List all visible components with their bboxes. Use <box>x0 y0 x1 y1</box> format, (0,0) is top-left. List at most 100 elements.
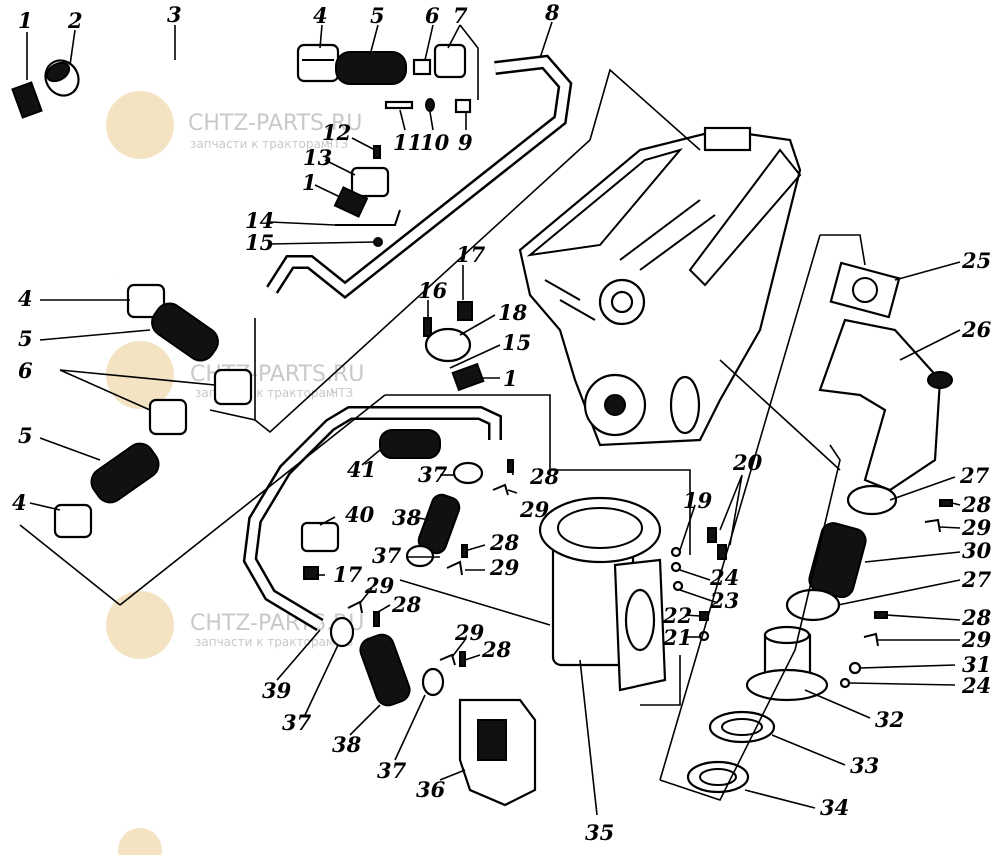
callout-37d: 37 <box>377 758 407 783</box>
callout-1b: 1 <box>302 170 317 195</box>
callout-19: 19 <box>683 488 713 513</box>
part-41-hose <box>379 429 441 459</box>
watermark-gear-icon <box>106 591 174 659</box>
callout-15: 15 <box>245 230 274 255</box>
callout-34: 34 <box>820 795 849 820</box>
callout-17: 17 <box>456 242 486 267</box>
part-38-hose-b <box>359 633 411 707</box>
callout-38a: 38 <box>392 505 422 530</box>
callout-28c: 28 <box>391 592 422 617</box>
callout-5c: 5 <box>18 423 33 448</box>
callout-40: 40 <box>345 502 375 527</box>
part-37-clamp-a <box>452 461 484 485</box>
watermark-gear-icon <box>106 341 174 409</box>
part-12-bolt <box>373 145 381 159</box>
watermark-gear-icon <box>118 828 162 855</box>
watermark-suffix: ЧТЗ <box>325 137 348 151</box>
callout-39: 39 <box>262 678 292 703</box>
watermark-tagline: запчасти к тракторам <box>195 635 335 649</box>
callout-numbers: 1 2 3 4 5 6 7 8 9 10 11 12 13 1 14 15 4 … <box>12 0 992 845</box>
callout-41: 41 <box>347 457 376 482</box>
callout-4: 4 <box>313 3 328 28</box>
fasteners <box>347 459 514 667</box>
part-8-pipe <box>266 54 573 299</box>
callout-28e: 28 <box>961 492 992 517</box>
callout-5b: 5 <box>18 326 33 351</box>
watermark-top: CHTZ-PARTS.RU запчасти к тракторам ЧТЗ <box>106 91 362 159</box>
part-5-hose-top <box>335 51 407 85</box>
callout-6b: 6 <box>18 358 33 383</box>
callout-1: 1 <box>18 8 33 33</box>
callout-5: 5 <box>370 3 385 28</box>
callout-37a: 37 <box>418 462 448 487</box>
callout-29f: 29 <box>961 627 992 652</box>
watermark-lower: CHTZ-PARTS.RU запчасти к тракторам ЧТЗ <box>106 591 364 659</box>
callout-16: 16 <box>418 278 448 303</box>
callout-28b: 28 <box>489 530 520 555</box>
callout-12: 12 <box>322 120 351 145</box>
callout-23: 23 <box>709 588 739 613</box>
part-26-duct <box>818 318 953 492</box>
callout-15b: 15 <box>502 330 531 355</box>
part-6-nut-top <box>412 58 432 76</box>
callout-1c: 1 <box>503 366 518 391</box>
part-15-washer <box>373 237 383 247</box>
callout-10: 10 <box>420 130 450 155</box>
callout-27a: 27 <box>959 463 990 488</box>
callout-3: 3 <box>167 2 182 27</box>
callout-24b: 24 <box>961 673 991 698</box>
part-36-pump <box>458 698 537 807</box>
callout-29d: 29 <box>454 620 485 645</box>
part-40-bracket <box>300 521 340 553</box>
watermark-gear-icon <box>106 91 174 159</box>
callout-37b: 37 <box>372 543 402 568</box>
callout-30: 30 <box>962 538 992 563</box>
callout-27b: 27 <box>961 567 992 592</box>
part-6-clamp-right <box>213 368 253 406</box>
callout-18: 18 <box>498 300 528 325</box>
callout-4b: 4 <box>18 286 33 311</box>
callout-38b: 38 <box>332 732 362 757</box>
callout-6: 6 <box>425 3 440 28</box>
callout-29c: 29 <box>364 573 395 598</box>
part-4-clamp-top <box>296 43 340 83</box>
engine-block <box>518 126 802 447</box>
callout-20: 20 <box>732 450 763 475</box>
part-2-sleeve <box>44 59 80 97</box>
part-1c-spring <box>451 362 485 392</box>
callout-28a: 28 <box>529 464 560 489</box>
part-25-gasket <box>829 261 901 319</box>
part-4-clamp-low <box>53 503 93 539</box>
part-17b-spring <box>303 566 319 580</box>
part-5-hose-mid <box>151 302 219 362</box>
callout-32: 32 <box>875 707 904 732</box>
part-14-bracket <box>335 209 401 226</box>
callout-35: 35 <box>585 820 614 845</box>
callout-13: 13 <box>303 145 332 170</box>
part-32-housing <box>745 625 829 702</box>
part-37-clamp-b <box>405 544 435 568</box>
part-33-gasket <box>708 710 776 744</box>
callout-9: 9 <box>458 130 473 155</box>
part-9-nut <box>454 98 472 114</box>
callout-29e: 29 <box>961 515 992 540</box>
callout-28d: 28 <box>481 637 512 662</box>
callout-14: 14 <box>245 208 274 233</box>
callout-31: 31 <box>962 652 991 677</box>
callout-25: 25 <box>961 248 991 273</box>
part-34-ring <box>686 760 750 794</box>
part-16-bolt <box>423 317 432 337</box>
callout-37c: 37 <box>282 710 312 735</box>
part-4-clamp-mid <box>126 283 166 319</box>
watermark-brand: CHTZ-PARTS.RU <box>188 111 362 136</box>
callout-22: 22 <box>662 603 692 628</box>
part-1-spring <box>11 81 43 119</box>
watermark-suffix: ЧТЗ <box>330 386 353 400</box>
part-11-bolt <box>384 100 414 110</box>
callout-29a: 29 <box>519 497 550 522</box>
callout-2: 2 <box>67 8 83 33</box>
part-35-filter <box>538 496 667 692</box>
part-6-clamp-left <box>148 398 188 436</box>
part-17-spring <box>457 301 473 321</box>
callout-26: 26 <box>961 317 992 342</box>
